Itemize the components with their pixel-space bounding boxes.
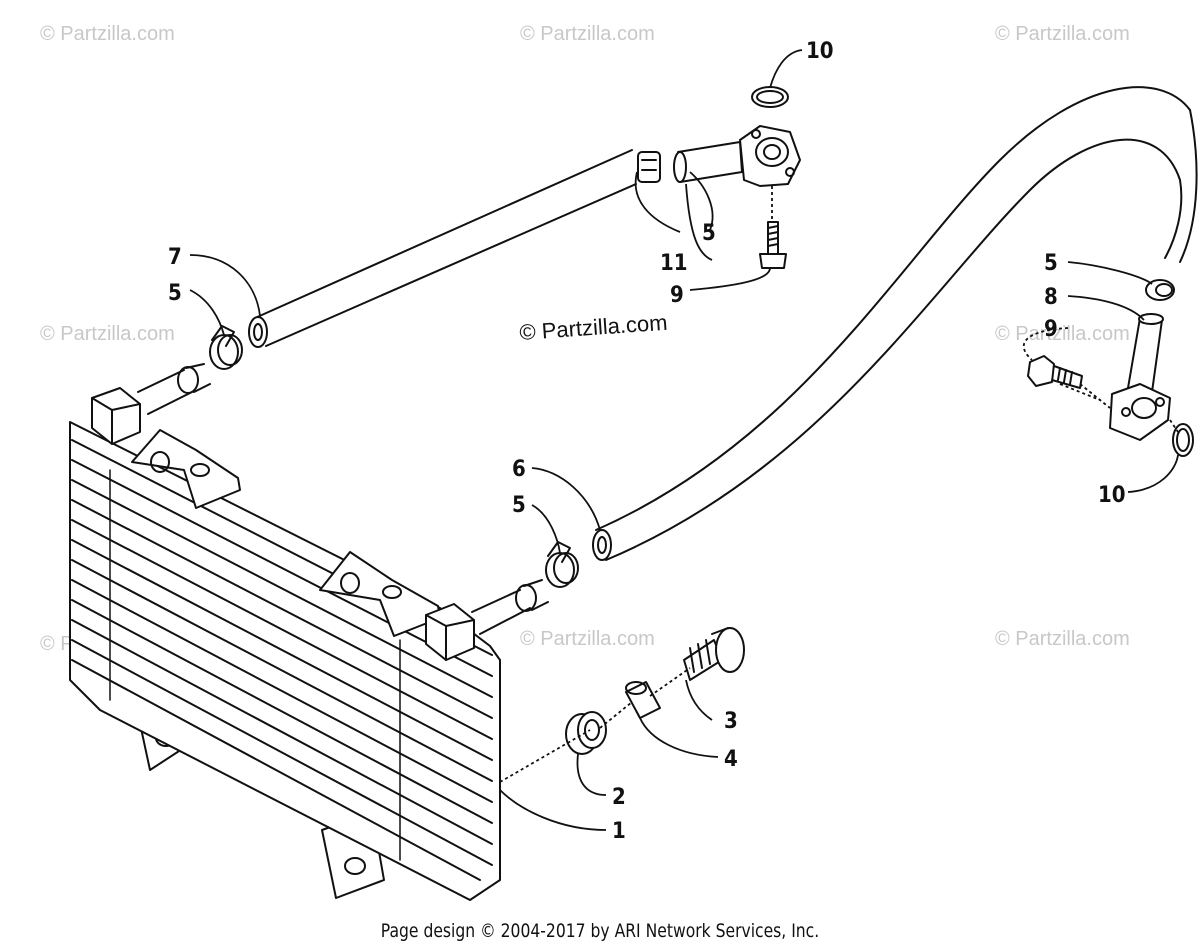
hose-clamp-upper-left bbox=[209, 325, 243, 370]
bolt-right bbox=[1027, 355, 1083, 389]
bolt-top bbox=[759, 221, 787, 269]
upper-outlet-pipe bbox=[137, 363, 211, 415]
watermark-main: © Partzilla.com bbox=[519, 310, 669, 345]
hose-upper bbox=[248, 149, 637, 348]
callout-5-top: 5 bbox=[702, 221, 716, 246]
watermark-top-center: © Partzilla.com bbox=[520, 23, 655, 45]
callout-5-left: 5 bbox=[168, 281, 182, 306]
spacer-sleeve bbox=[625, 681, 661, 719]
watermark-top-right: © Partzilla.com bbox=[995, 23, 1130, 45]
rubber-grommet bbox=[565, 711, 607, 755]
callout-9-right: 9 bbox=[1044, 317, 1058, 342]
watermark-low-center: © Partzilla.com bbox=[520, 628, 655, 650]
watermark-low-right: © Partzilla.com bbox=[995, 628, 1130, 650]
watermark-mid-left: © Partzilla.com bbox=[40, 323, 175, 345]
drain-bolt bbox=[683, 627, 745, 681]
hose-clamp-top-center bbox=[637, 151, 661, 183]
hose-clamp-lower bbox=[545, 541, 579, 588]
callout-3: 3 bbox=[724, 709, 738, 734]
callout-2: 2 bbox=[612, 785, 626, 810]
lower-outlet-pipe bbox=[471, 579, 549, 635]
callout-10-right: 10 bbox=[1098, 483, 1126, 508]
elbow-fitting-right bbox=[1109, 313, 1171, 441]
hose-long bbox=[592, 86, 1198, 561]
callout-11: 11 bbox=[660, 251, 688, 276]
o-ring-top bbox=[751, 86, 789, 108]
page-footer: Page design © 2004-2017 by ARI Network S… bbox=[380, 920, 820, 942]
o-ring-right bbox=[1172, 423, 1194, 457]
hose-clamp-right bbox=[1145, 279, 1175, 301]
leader-lines bbox=[189, 49, 1179, 831]
callout-5-lower: 5 bbox=[512, 493, 526, 518]
callout-5-right: 5 bbox=[1044, 251, 1058, 276]
callout-7: 7 bbox=[168, 245, 182, 270]
callout-1: 1 bbox=[612, 819, 626, 844]
callout-9-top: 9 bbox=[670, 283, 684, 308]
callout-10-top: 10 bbox=[806, 39, 834, 64]
callout-6: 6 bbox=[512, 457, 526, 482]
watermark-top-left: © Partzilla.com bbox=[40, 23, 175, 45]
oil-cooler bbox=[69, 387, 501, 901]
watermark-mid-right: © Partzilla.com bbox=[995, 323, 1130, 345]
elbow-fitting-top bbox=[673, 125, 801, 187]
callout-labels: 10 5 11 9 7 5 6 5 5 8 9 10 3 4 2 1 bbox=[168, 39, 1126, 844]
callout-4: 4 bbox=[724, 747, 738, 772]
callout-8: 8 bbox=[1044, 285, 1058, 310]
